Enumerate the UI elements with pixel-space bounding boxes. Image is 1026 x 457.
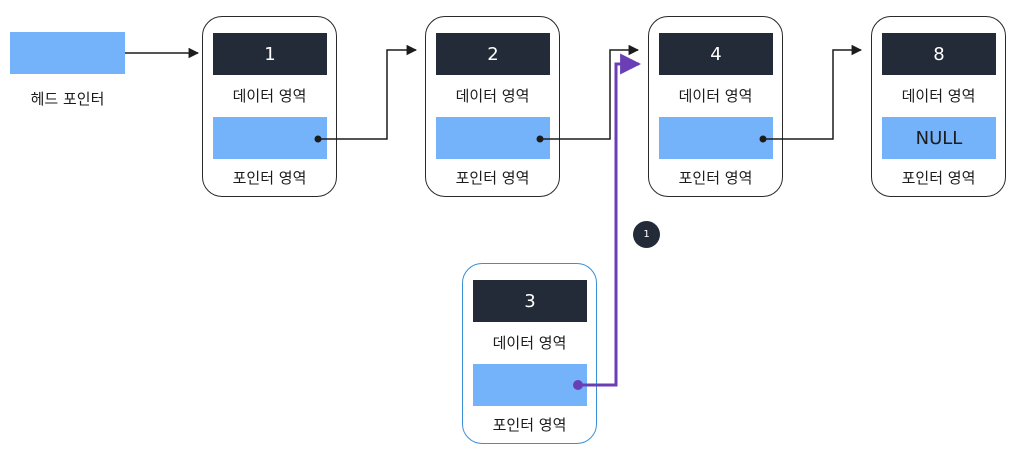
node-8: 8 데이터 영역 NULL 포인터 영역	[871, 16, 1006, 197]
node-data-value: 2	[436, 33, 550, 75]
node-4: 4 데이터 영역 포인터 영역	[648, 16, 783, 197]
node-data-label: 데이터 영역	[901, 87, 976, 105]
node-pointer-label: 포인터 영역	[232, 169, 307, 187]
node-data-label: 데이터 영역	[492, 334, 567, 352]
node-pointer-box	[436, 117, 550, 159]
node-data-value: 1	[213, 33, 327, 75]
node-pointer-label: 포인터 영역	[901, 169, 976, 187]
node-2: 2 데이터 영역 포인터 영역	[425, 16, 560, 197]
node-pointer-label: 포인터 영역	[455, 169, 530, 187]
node-pointer-box	[213, 117, 327, 159]
node-pointer-null: NULL	[882, 117, 996, 159]
node-pointer-label: 포인터 영역	[492, 416, 567, 434]
node-data-value: 8	[882, 33, 996, 75]
step-number-badge: 1	[633, 221, 660, 248]
head-pointer-label: 헤드 포인터	[30, 90, 105, 108]
node-data-label: 데이터 영역	[232, 87, 307, 105]
node-data-value: 4	[659, 33, 773, 75]
node-1: 1 데이터 영역 포인터 영역	[202, 16, 337, 197]
arrow-new-node-to-node-4	[578, 53, 642, 387]
node-pointer-label: 포인터 영역	[678, 169, 753, 187]
node-data-value: 3	[473, 280, 587, 322]
node-pointer-box	[659, 117, 773, 159]
arrow-node-1-to-node-2	[318, 44, 418, 140]
arrow-node-2-to-node-4	[540, 44, 640, 140]
arrow-node-4-to-node-8	[763, 44, 863, 140]
head-pointer-box	[10, 32, 125, 74]
new-node-3: 3 데이터 영역 포인터 영역	[462, 263, 597, 444]
node-data-label: 데이터 영역	[455, 87, 530, 105]
node-pointer-box	[473, 364, 587, 406]
node-data-label: 데이터 영역	[678, 87, 753, 105]
